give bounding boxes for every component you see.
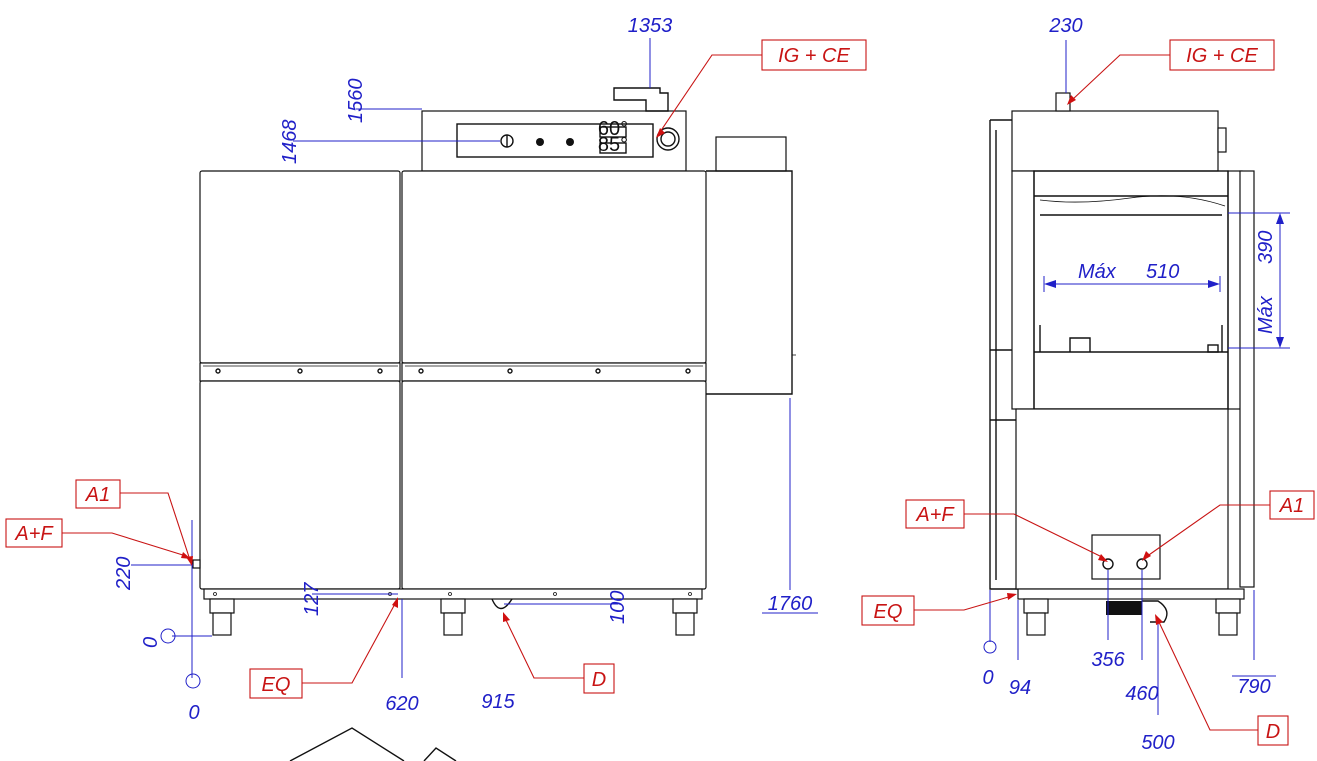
foot-left bbox=[209, 598, 235, 636]
dim-100: 100 bbox=[607, 591, 629, 624]
dim-1560: 1560 bbox=[345, 79, 367, 124]
inlet-stub bbox=[192, 559, 201, 569]
side-module bbox=[706, 170, 793, 395]
side-base bbox=[1017, 588, 1245, 600]
control-knob-icon bbox=[500, 134, 514, 148]
indicator-light-icon bbox=[566, 138, 574, 146]
callout-a1-side: A1 bbox=[1279, 495, 1304, 517]
side-top-box bbox=[1011, 110, 1219, 172]
dim-max-vertical: Máx bbox=[1255, 295, 1277, 334]
dim-460: 460 bbox=[1125, 683, 1158, 705]
side-rear-panel bbox=[989, 119, 1018, 590]
dim-0-left: 0 bbox=[140, 637, 162, 648]
temperature-display-top bbox=[599, 126, 627, 138]
drain-outlet bbox=[491, 598, 513, 610]
side-foot-left bbox=[1023, 598, 1049, 636]
temperature-display-bottom bbox=[599, 142, 627, 154]
side-knob bbox=[1217, 127, 1227, 153]
temperature-display-bottom-value: 85° bbox=[598, 134, 628, 156]
door-lower-left bbox=[199, 380, 401, 590]
dim-510: 510 bbox=[1146, 261, 1179, 283]
front-dimension-lines bbox=[131, 38, 818, 689]
callout-eq-side: EQ bbox=[874, 601, 903, 623]
dim-0-side: 0 bbox=[982, 667, 993, 689]
dim-915: 915 bbox=[481, 691, 515, 713]
callout-eq-front: EQ bbox=[262, 674, 291, 696]
dim-390: 390 bbox=[1255, 231, 1277, 264]
dim-230: 230 bbox=[1048, 15, 1082, 37]
dim-220: 220 bbox=[113, 557, 135, 591]
side-tunnel bbox=[1033, 170, 1229, 410]
dim-1353: 1353 bbox=[628, 15, 673, 37]
drain-hose bbox=[1106, 601, 1142, 615]
callout-a-f-front: A+F bbox=[14, 523, 54, 545]
foot-middle bbox=[440, 598, 466, 636]
door-upper-right bbox=[401, 170, 707, 364]
front-view: 60° 85° bbox=[192, 87, 796, 761]
callout-a1-front: A1 bbox=[85, 484, 110, 506]
dim-0-bottom: 0 bbox=[188, 702, 199, 724]
front-callouts: IG + CE A1 A+F EQ D bbox=[5, 39, 867, 699]
side-dimension-lines bbox=[983, 40, 1290, 715]
dim-127: 127 bbox=[301, 582, 323, 616]
dim-1468: 1468 bbox=[279, 120, 301, 165]
indicator-light-icon bbox=[536, 138, 544, 146]
door-lower-right bbox=[401, 380, 707, 590]
connection-a-f-icon bbox=[1102, 558, 1114, 570]
dim-500: 500 bbox=[1141, 732, 1174, 754]
temperature-display-top-value: 60° bbox=[598, 118, 628, 140]
side-module-top bbox=[715, 136, 787, 172]
iso-sketch-fragment bbox=[289, 727, 457, 761]
side-view bbox=[989, 92, 1255, 636]
side-door-front bbox=[1239, 170, 1255, 588]
callout-a-f-side: A+F bbox=[915, 504, 955, 526]
foot-right bbox=[672, 598, 698, 636]
dim-620: 620 bbox=[385, 693, 418, 715]
door-upper-left bbox=[199, 170, 401, 364]
side-column-left bbox=[1011, 170, 1035, 410]
side-callouts: IG + CE A+F A1 EQ D bbox=[861, 39, 1315, 746]
side-foot-right bbox=[1215, 598, 1241, 636]
dim-356: 356 bbox=[1091, 649, 1125, 671]
side-dimension-texts: 230 390 Máx Máx 510 0 94 356 460 500 790 bbox=[982, 15, 1277, 754]
dim-790: 790 bbox=[1237, 676, 1270, 698]
dim-1760: 1760 bbox=[768, 593, 813, 615]
top-pipe bbox=[613, 87, 669, 112]
callout-ig-ce-side: IG + CE bbox=[1186, 45, 1258, 67]
dim-94: 94 bbox=[1009, 677, 1031, 699]
front-dimension-texts: 1353 1560 1468 220 127 100 0 0 620 915 1… bbox=[113, 15, 812, 724]
callout-ig-ce-front: IG + CE bbox=[778, 45, 850, 67]
drain-elbow bbox=[1142, 600, 1168, 623]
main-switch-icon bbox=[656, 127, 680, 151]
connection-a1-icon bbox=[1136, 558, 1148, 570]
callout-d-side: D bbox=[1266, 721, 1280, 743]
dim-max-horizontal: Máx bbox=[1078, 261, 1117, 283]
callout-d-front: D bbox=[592, 669, 606, 691]
